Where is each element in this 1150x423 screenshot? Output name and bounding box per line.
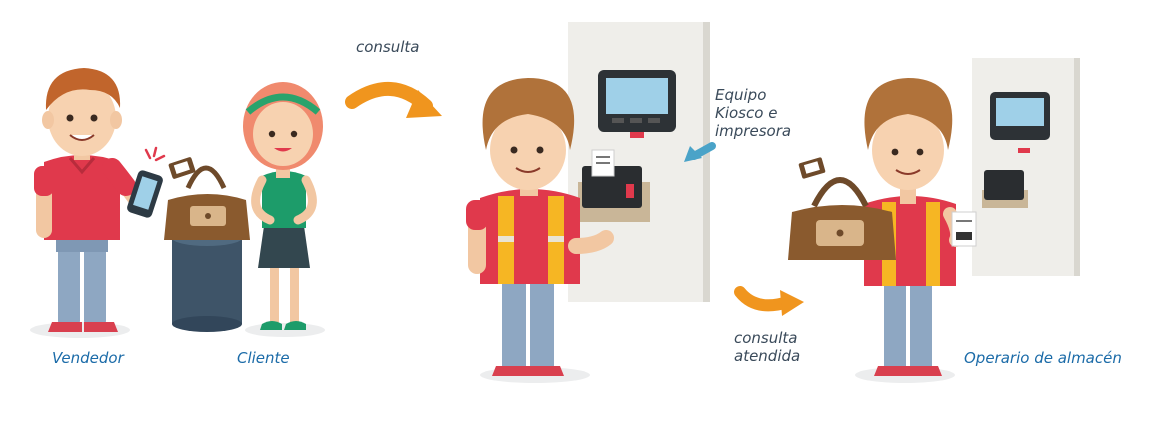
label-vendedor: Vendedor <box>52 349 124 367</box>
label-equipo-line1: Equipo <box>715 86 767 104</box>
label-consulta: consulta <box>356 38 420 56</box>
kiosk-screen-icon <box>598 70 676 138</box>
label-equipo-line2: Kiosco e <box>715 104 778 122</box>
receipt-icon <box>591 149 615 177</box>
arrow-consulta-icon <box>345 82 442 118</box>
label-atendida-line2: atendida <box>734 347 801 365</box>
arrow-equipo-icon <box>684 142 716 162</box>
kiosk-screen-2-icon <box>990 92 1050 153</box>
vendedor-figure <box>34 68 150 332</box>
barcode-tag-icon <box>168 157 196 179</box>
mobile-phone-icon <box>127 146 166 218</box>
arrow-atendida-icon <box>734 286 804 316</box>
cliente-figure <box>243 82 323 330</box>
pedestal-icon <box>172 230 242 332</box>
operario-1-figure <box>466 78 614 376</box>
label-equipo-kiosco: Equipo Kiosco e impresora <box>715 86 825 140</box>
handbag-held-icon <box>788 157 896 260</box>
printer-2-icon <box>982 170 1028 208</box>
handbag-icon <box>164 165 250 240</box>
receipt-held-icon <box>951 211 977 247</box>
label-consulta-atendida: consulta atendida <box>734 329 824 365</box>
kiosk-wall-1 <box>568 22 710 302</box>
label-atendida-line1: consulta <box>734 329 798 347</box>
label-equipo-line3: impresora <box>715 122 792 140</box>
label-operario: Operario de almacén <box>964 349 1122 367</box>
kiosk-wall-2 <box>972 58 1080 276</box>
label-cliente: Cliente <box>237 349 290 367</box>
